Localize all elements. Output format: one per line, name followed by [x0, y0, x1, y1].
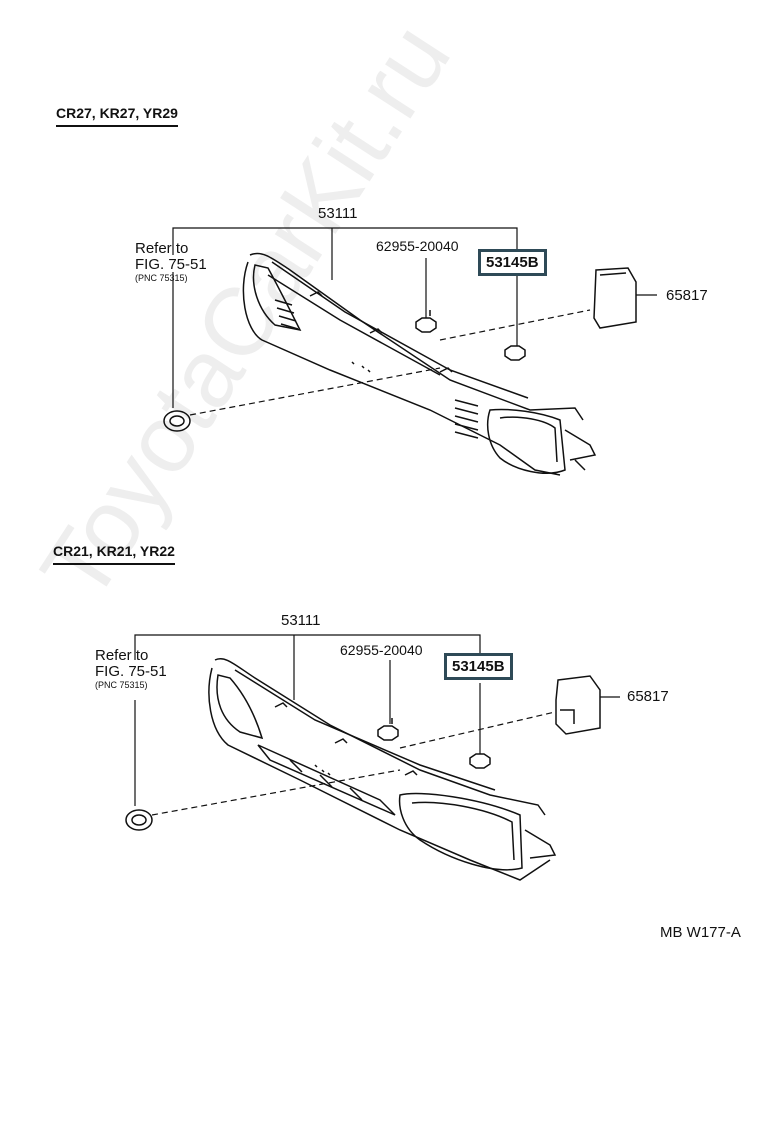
reference-pnc: (PNC 75315)	[135, 273, 188, 283]
dashed-bottom	[151, 711, 556, 816]
reference-note: Refer to FIG. 75-51 (PNC 75315)	[135, 240, 245, 284]
highlighted-part-number: 53145B	[444, 653, 513, 680]
clip-b-top	[504, 345, 526, 361]
clip-top	[415, 310, 437, 333]
reference-figure: FIG. 75-51	[95, 663, 167, 680]
clip-bottom	[377, 718, 399, 741]
part-number-label: 62955-20040	[376, 238, 459, 254]
dashed-top	[189, 309, 591, 416]
grille-bottom	[208, 658, 557, 881]
part-number-label: 62955-20040	[340, 642, 423, 658]
diagram-code: MB W177-A	[660, 924, 741, 941]
reference-line: Refer to	[135, 240, 189, 257]
part-number-label: 65817	[666, 287, 708, 304]
leaders-top	[172, 227, 657, 408]
highlighted-part-number: 53145B	[478, 249, 547, 276]
side-part-top	[593, 267, 637, 329]
reference-pnc: (PNC 75315)	[95, 680, 148, 690]
part-number-label: 65817	[627, 688, 669, 705]
part-number-label: 53111	[318, 205, 358, 222]
section-header: CR27, KR27, YR29	[56, 106, 178, 127]
reference-note: Refer to FIG. 75-51 (PNC 75315)	[95, 647, 205, 691]
reference-line: Refer to	[95, 647, 149, 664]
part-number-label: 53111	[281, 612, 321, 629]
reference-figure: FIG. 75-51	[135, 256, 207, 273]
grille-top	[242, 252, 597, 476]
emblem-bottom	[125, 809, 153, 831]
side-part-bottom	[555, 675, 601, 735]
leaders-bottom	[134, 634, 620, 806]
emblem-top	[163, 410, 191, 432]
clip-b-bottom	[469, 753, 491, 769]
section-header: CR21, KR21, YR22	[53, 544, 175, 565]
